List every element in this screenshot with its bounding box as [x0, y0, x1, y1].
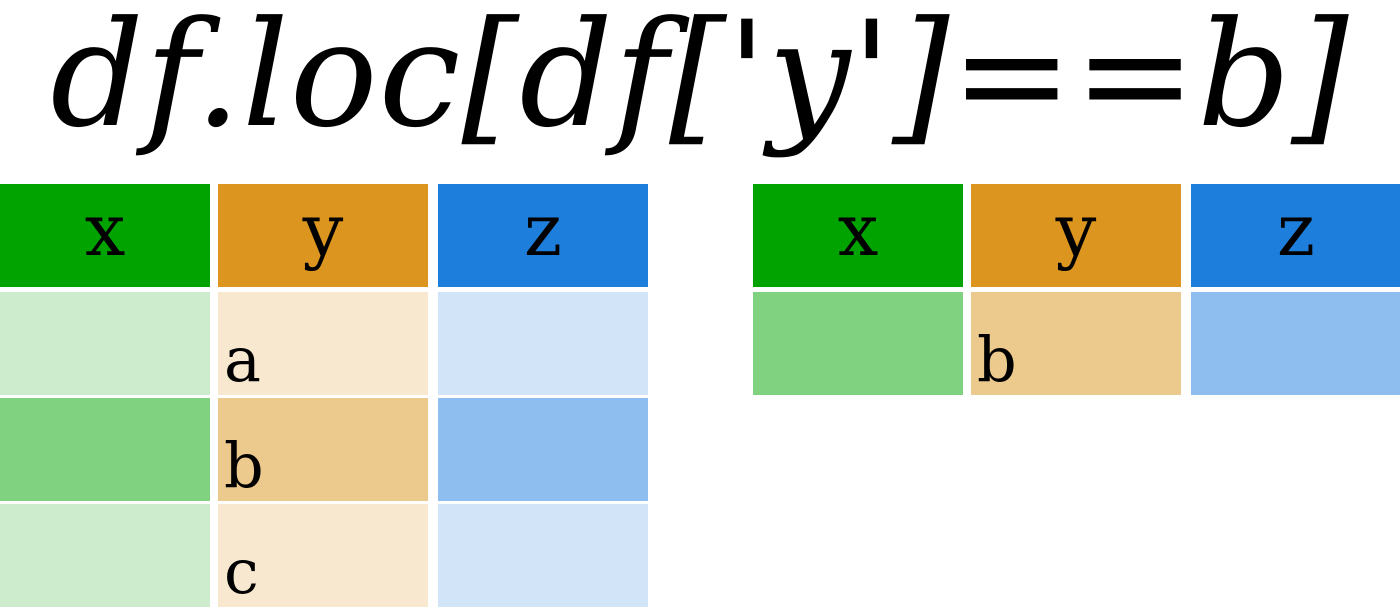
header-x: x — [753, 184, 963, 287]
cell-z-row-1 — [438, 292, 648, 395]
header-z: z — [438, 184, 648, 287]
cell-z-row-1 — [1191, 292, 1400, 395]
header-y: y — [971, 184, 1181, 287]
cell-z-row-2 — [438, 398, 648, 501]
cell-y-row-1: a — [218, 292, 428, 395]
cell-y-row-1: b — [971, 292, 1181, 395]
header-z: z — [1191, 184, 1400, 287]
cell-x-row-1 — [753, 292, 963, 395]
header-x: x — [0, 184, 210, 287]
header-y: y — [218, 184, 428, 287]
cell-x-row-3 — [0, 504, 210, 607]
cell-y-row-2: b — [218, 398, 428, 501]
cell-x-row-1 — [0, 292, 210, 395]
code-expression-title: df.loc[df['y']==b] — [50, 0, 1350, 160]
cell-z-row-3 — [438, 504, 648, 607]
cell-y-row-3: c — [218, 504, 428, 607]
cell-x-row-2 — [0, 398, 210, 501]
